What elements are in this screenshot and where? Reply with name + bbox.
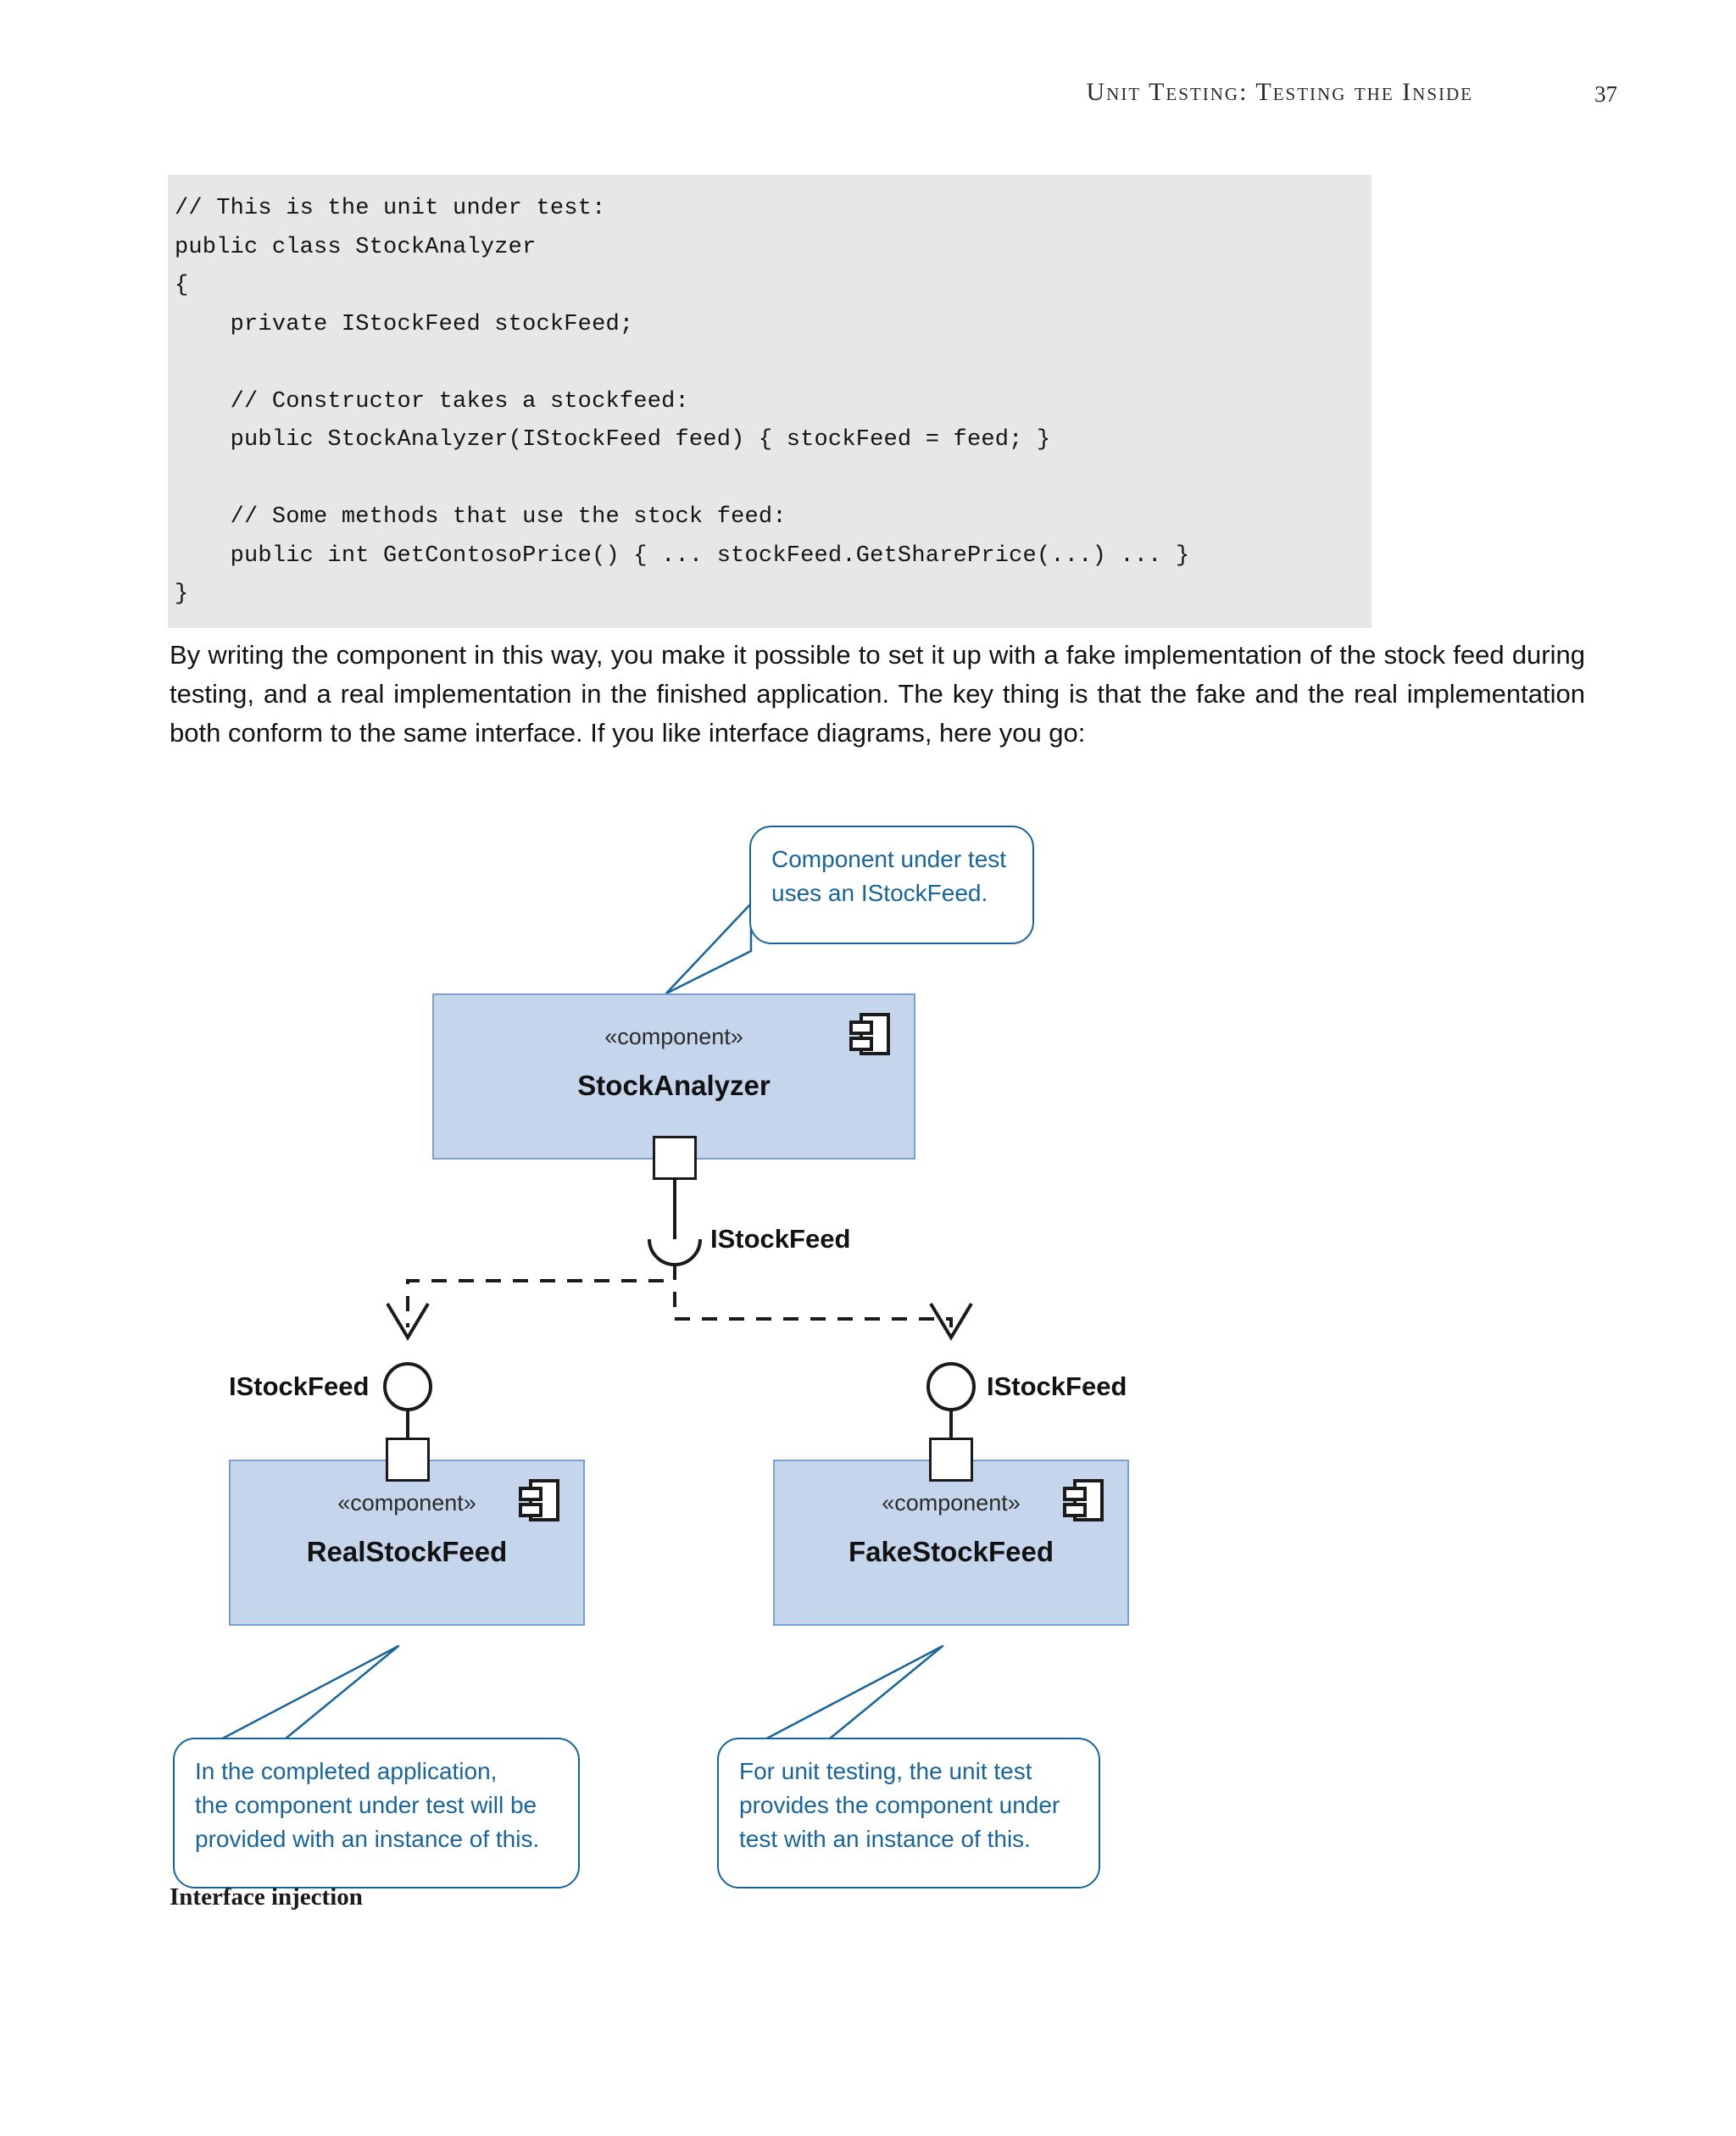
callout-line: provides the component under xyxy=(739,1792,1060,1818)
callout-tail-bottom-left xyxy=(213,1644,400,1744)
code-line: // Some methods that use the stock feed: xyxy=(175,504,787,530)
dependency-line-left xyxy=(406,1265,676,1327)
code-line: private IStockFeed stockFeed; xyxy=(175,311,634,337)
realization-arrowhead-left xyxy=(386,1302,430,1341)
callout-top: Component under test uses an IStockFeed. xyxy=(749,826,1034,944)
port-realstockfeed-provided[interactable] xyxy=(386,1438,430,1482)
uml-component-icon xyxy=(519,1479,559,1521)
callout-line: uses an IStockFeed. xyxy=(771,880,988,906)
component-realstockfeed[interactable]: «component» RealStockFeed xyxy=(229,1460,585,1626)
paragraph-text: By writing the component in this way, yo… xyxy=(170,640,1585,748)
callout-tail-bottom-right xyxy=(757,1644,944,1744)
code-line: public class StockAnalyzer xyxy=(175,234,537,260)
uml-component-icon xyxy=(849,1013,890,1055)
required-interface-socket-arc xyxy=(648,1238,702,1266)
component-stereotype: «component» xyxy=(337,1490,476,1516)
component-name: FakeStockFeed xyxy=(848,1536,1054,1567)
page-number: 37 xyxy=(1594,81,1617,107)
provided-interface-label-right: IStockFeed xyxy=(987,1371,1127,1401)
dependency-line-right xyxy=(673,1265,953,1327)
code-line: // Constructor takes a stockfeed: xyxy=(175,388,689,414)
callout-line: Component under test xyxy=(771,846,1007,872)
code-line: // This is the unit under test: xyxy=(175,196,606,221)
code-line: public StockAnalyzer(IStockFeed feed) { … xyxy=(175,427,1051,453)
figure-caption: Interface injection xyxy=(170,1883,363,1911)
code-line xyxy=(168,344,1372,383)
code-line: { xyxy=(175,273,189,298)
realization-arrowhead-right xyxy=(929,1302,973,1341)
port-stockanalyzer-required[interactable] xyxy=(653,1136,697,1180)
component-fakestockfeed[interactable]: «component» FakeStockFeed xyxy=(773,1460,1129,1626)
required-interface-label: IStockFeed xyxy=(710,1224,851,1254)
component-stockanalyzer[interactable]: «component» StockAnalyzer xyxy=(432,993,915,1160)
running-head-title: Unit Testing: Testing the Inside xyxy=(1086,78,1473,106)
callout-line: For unit testing, the unit test xyxy=(739,1758,1032,1784)
callout-line: the component under test will be xyxy=(195,1792,537,1818)
callout-line: In the completed application, xyxy=(195,1758,498,1784)
component-stereotype: «component» xyxy=(882,1490,1021,1516)
uml-component-icon xyxy=(1063,1479,1104,1521)
callout-line: provided with an instance of this. xyxy=(195,1826,540,1852)
code-line: public int GetContosoPrice() { ... stock… xyxy=(175,542,1190,569)
code-line: } xyxy=(175,581,189,607)
running-head: Unit Testing: Testing the Inside 37 xyxy=(0,78,1736,129)
interface-injection-diagram: «component» StockAnalyzer IStockFeed ISt… xyxy=(0,805,1736,1907)
callout-bottom-left: In the completed application, the compon… xyxy=(173,1738,580,1888)
component-stereotype: «component» xyxy=(604,1024,743,1049)
callout-line: test with an instance of this. xyxy=(739,1826,1031,1852)
provided-interface-label-left: IStockFeed xyxy=(229,1371,370,1401)
callout-tail-top xyxy=(665,902,753,995)
port-fakestockfeed-provided[interactable] xyxy=(929,1438,973,1482)
code-block: // This is the unit under test: public c… xyxy=(168,175,1372,628)
component-name: RealStockFeed xyxy=(306,1536,508,1567)
provided-interface-circle-right xyxy=(926,1362,976,1411)
provided-interface-circle-left xyxy=(383,1362,432,1411)
code-line xyxy=(168,460,1372,499)
component-name: StockAnalyzer xyxy=(577,1070,771,1101)
callout-bottom-right: For unit testing, the unit test provides… xyxy=(717,1738,1100,1888)
body-paragraph: By writing the component in this way, yo… xyxy=(170,636,1585,753)
